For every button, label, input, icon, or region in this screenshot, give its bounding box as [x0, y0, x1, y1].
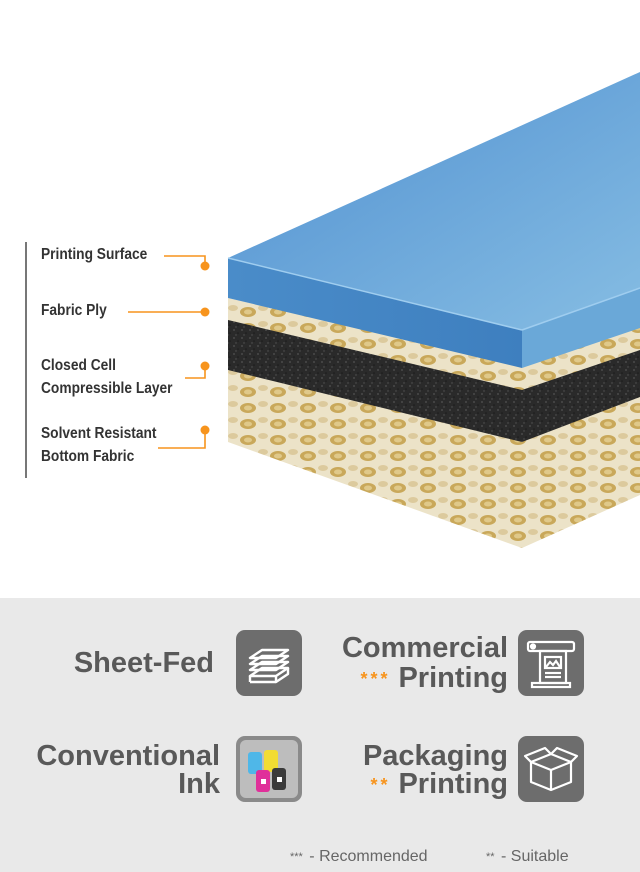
layer-label-solvent-resistant: Solvent Resistant [41, 425, 157, 442]
packaging-label-line2-wrap: ** Printing [300, 768, 508, 801]
layer-label-closed-cell: Closed Cell [41, 357, 116, 374]
fabric-ply-front [228, 298, 522, 390]
legend-recommended-text: - Recommended [309, 848, 428, 865]
packaging-label-line2: Printing [398, 768, 508, 800]
commercial-stars: *** [360, 669, 391, 690]
blanket-cross-section [25, 72, 640, 548]
foam-side [522, 348, 640, 442]
callout-dot-fabric-ply [200, 307, 210, 317]
printing-surface-side [522, 288, 640, 368]
legend-recommended-mark: *** [290, 850, 303, 863]
layer-label-compressible-layer: Compressible Layer [41, 380, 173, 397]
commercial-label-line2: Printing [398, 662, 508, 694]
printing-surface-front [228, 258, 522, 368]
bottom-fabric-side [522, 395, 640, 548]
foam-front [228, 318, 522, 442]
legend-recommended: *** - Recommended [290, 848, 428, 866]
callout-dot-closed-cell [200, 361, 210, 371]
commercial-label-line1: Commercial [341, 632, 508, 664]
legend-suitable: ** - Suitable [486, 848, 569, 866]
packaging-stars: ** [370, 775, 391, 796]
callout-dot-bottom-fabric [200, 425, 210, 435]
callout-dot-printing-surface [200, 261, 210, 271]
printer-icon [518, 630, 584, 696]
sheet-fed-label: Sheet-Fed [73, 647, 214, 679]
callout-line-bottom-fabric [158, 430, 206, 449]
layer-label-printing-surface: Printing Surface [41, 246, 148, 263]
stacked-sheets-icon [236, 630, 302, 696]
commercial-label-line2-wrap: *** Printing [300, 662, 508, 695]
layer-label-fabric-ply: Fabric Ply [41, 302, 107, 319]
conventional-label-line2: Ink [178, 768, 220, 800]
blanket-layer-diagram: Printing Surface Fabric Ply Closed Cell … [25, 72, 640, 548]
fabric-ply-side [522, 326, 640, 390]
bottom-fabric-front [228, 368, 522, 548]
layer-label-bottom-fabric: Bottom Fabric [41, 448, 135, 465]
ink-bottles-icon [236, 736, 302, 802]
conventional-label-line1: Conventional [36, 740, 220, 772]
printing-surface-top [228, 72, 640, 330]
legend-suitable-mark: ** [486, 850, 495, 863]
packaging-label-line1: Packaging [362, 740, 508, 772]
callout-line-printing-surface [164, 255, 206, 266]
box-icon [518, 736, 584, 802]
legend-suitable-text: - Suitable [501, 848, 569, 865]
